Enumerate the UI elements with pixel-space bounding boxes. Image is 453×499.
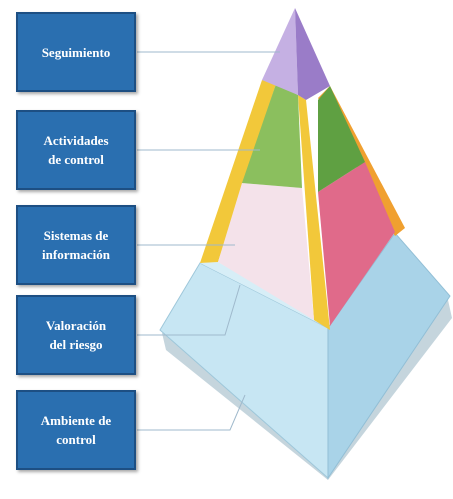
label-valoracion-line2: del riesgo (49, 337, 103, 352)
label-ambiente-line1: Ambiente de (40, 413, 112, 428)
label-actividades-line2: de control (48, 152, 104, 167)
label-seguimiento-line1: Seguimiento (41, 44, 111, 60)
risk-left-edge (200, 80, 276, 263)
label-valoracion-line1: Valoración (45, 318, 107, 333)
label-actividades-de-control: Actividades de control (16, 110, 136, 190)
label-ambiente-de-control: Ambiente de control (16, 390, 136, 470)
label-sistemas-line2: información (42, 247, 110, 262)
label-valoracion-del-riesgo: Valoración del riesgo (16, 295, 136, 375)
risk-center-edge (298, 95, 330, 330)
info-right-face (318, 162, 395, 326)
info-left-face (218, 183, 314, 320)
apex-right (295, 8, 330, 100)
control-right-face (318, 86, 365, 192)
label-sistemas-de-informacion: Sistemas de información (16, 205, 136, 285)
base-right-face (327, 232, 451, 480)
label-sistemas-line1: Sistemas de (43, 228, 109, 243)
label-seguimiento: Seguimiento (16, 12, 136, 92)
connector-lines (137, 51, 280, 431)
connector-valoracion (137, 284, 241, 336)
control-left-face (242, 84, 302, 188)
connector-ambiente (137, 394, 246, 431)
base-top-left (200, 262, 328, 328)
label-actividades-line1: Actividades (43, 133, 109, 148)
label-ambiente-line2: control (56, 432, 96, 447)
